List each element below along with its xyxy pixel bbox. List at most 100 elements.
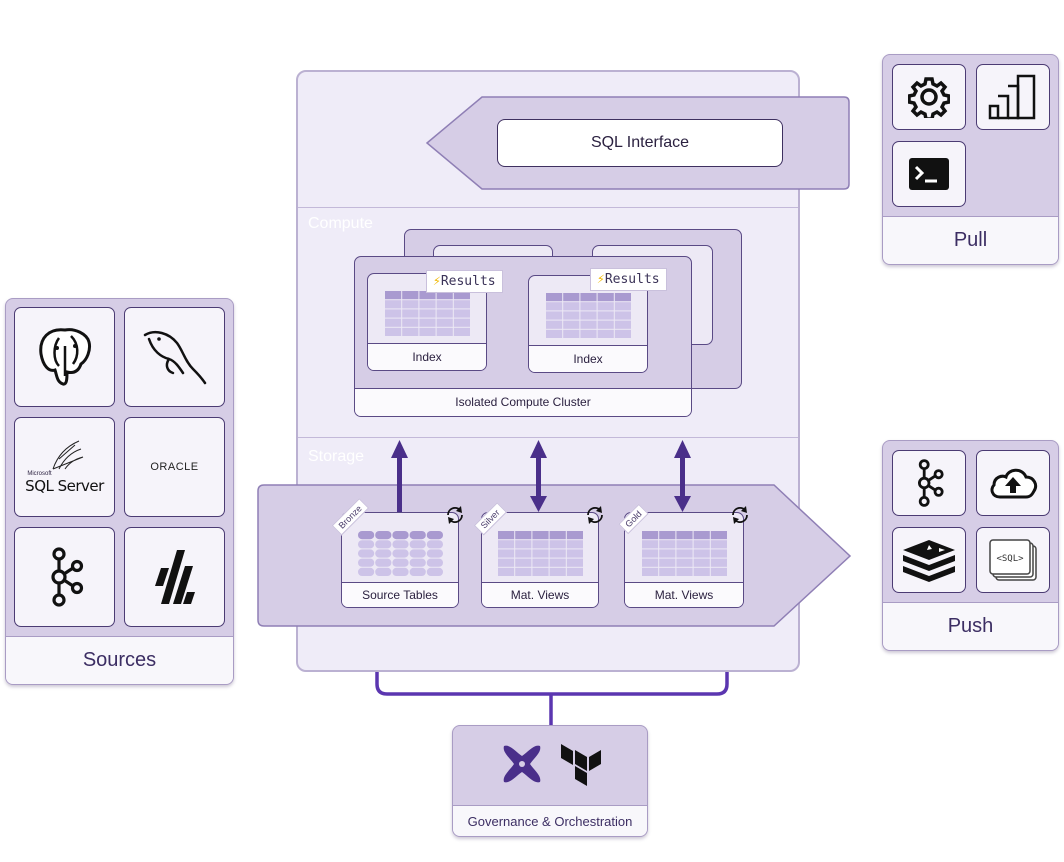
grid-cell	[642, 531, 659, 540]
pull-terminal-tile[interactable]	[892, 141, 966, 207]
grid-cell	[515, 540, 532, 549]
grid-cell	[566, 540, 583, 549]
index-label-1: Index	[368, 343, 486, 370]
grid-cell	[693, 567, 710, 576]
source-mysql[interactable]	[124, 307, 225, 407]
grid-cell	[515, 531, 532, 540]
grid-cell	[385, 309, 402, 318]
source-postgresql[interactable]	[14, 307, 115, 407]
redis-icon	[903, 540, 955, 582]
push-sql-tile[interactable]: <SQL>	[976, 527, 1050, 593]
grid-cell	[358, 567, 375, 576]
kafka-icon	[918, 459, 944, 507]
grid-cell	[566, 531, 583, 540]
grid-cell	[546, 293, 563, 302]
grid-cell	[566, 558, 583, 567]
grid-cell	[614, 311, 631, 320]
grid-cell	[642, 549, 659, 558]
grid-cell	[436, 309, 453, 318]
compute-cluster-label: Isolated Compute Cluster	[355, 388, 691, 416]
pull-powerbi-tile[interactable]	[976, 64, 1050, 130]
grid-cell	[426, 540, 443, 549]
grid-cell	[546, 320, 563, 329]
grid-cell	[358, 531, 375, 540]
grid-cell	[549, 558, 566, 567]
storage-table-bronze[interactable]: Source Tables	[341, 512, 459, 608]
grid-cell	[402, 291, 419, 300]
grid-cell	[515, 549, 532, 558]
grid-cell	[710, 558, 727, 567]
grid-cell	[614, 302, 631, 311]
grid-cell	[436, 291, 453, 300]
grid-cell	[375, 540, 392, 549]
storage-zone-label: Storage	[308, 448, 365, 465]
index-card-2[interactable]: Index	[528, 275, 648, 373]
grid-cell	[498, 558, 515, 567]
push-cloud-tile[interactable]	[976, 450, 1050, 516]
pull-gear-tile[interactable]	[892, 64, 966, 130]
sources-title: Sources	[6, 636, 233, 684]
grid-cell	[710, 531, 727, 540]
grid-cell	[392, 540, 409, 549]
grid-cell	[563, 320, 580, 329]
grid-cell	[436, 318, 453, 327]
push-redis-tile[interactable]	[892, 527, 966, 593]
results-label-1: Results	[440, 274, 496, 289]
grid-cell	[676, 531, 693, 540]
terraform-icon[interactable]	[561, 744, 601, 786]
grid-cell	[426, 558, 443, 567]
dbt-icon[interactable]	[500, 742, 544, 786]
compute-storage-arrows	[391, 440, 691, 514]
gear-icon	[908, 77, 950, 118]
sql-files-icon: <SQL>	[989, 539, 1037, 581]
index-grid-2	[546, 293, 631, 338]
grid-cell	[566, 567, 583, 576]
grid-cell	[676, 549, 693, 558]
grid-cell	[693, 549, 710, 558]
compute-divider	[298, 207, 798, 208]
grid-cell	[710, 549, 727, 558]
grid-cell	[532, 567, 549, 576]
grid-cell	[642, 567, 659, 576]
grid-cell	[375, 558, 392, 567]
grid-cell	[409, 567, 426, 576]
grid-cell	[549, 567, 566, 576]
grid-cell	[426, 549, 443, 558]
grid-cell	[693, 531, 710, 540]
push-kafka-tile[interactable]	[892, 450, 966, 516]
grid-cell	[676, 558, 693, 567]
grid-cell	[549, 540, 566, 549]
storage-table-gold[interactable]: Mat. Views	[624, 512, 744, 608]
grid-cell	[532, 531, 549, 540]
pull-panel: Pull	[882, 54, 1059, 265]
grid-cell	[419, 291, 436, 300]
pull-title: Pull	[883, 216, 1058, 264]
refresh-icon	[732, 506, 748, 524]
source-kafka[interactable]	[14, 527, 115, 627]
sql-interface-box[interactable]: SQL Interface	[497, 119, 783, 167]
storage-label-2: Mat. Views	[482, 582, 598, 607]
grid-cell	[659, 540, 676, 549]
grid-cell	[419, 309, 436, 318]
power-bi-icon	[988, 74, 1036, 120]
grid-cell	[426, 567, 443, 576]
grid-cell	[710, 567, 727, 576]
source-oracle[interactable]: ORACLE	[124, 417, 225, 517]
oracle-icon: ORACLE	[150, 461, 199, 473]
grid-cell	[375, 531, 392, 540]
grid-cell	[659, 531, 676, 540]
grid-cell	[392, 549, 409, 558]
index-grid-1	[385, 291, 470, 336]
grid-cell	[532, 540, 549, 549]
grid-cell	[642, 558, 659, 567]
grid-cell	[532, 558, 549, 567]
storage-table-silver[interactable]: Mat. Views	[481, 512, 599, 608]
grid-cell	[659, 558, 676, 567]
grid-cell	[409, 549, 426, 558]
sources-panel: Microsoft SQL Server ORACLE Sources	[5, 298, 234, 685]
grid-cell	[402, 309, 419, 318]
grid-cell	[498, 540, 515, 549]
grid-cell	[426, 531, 443, 540]
source-fivetran[interactable]	[124, 527, 225, 627]
source-sql-server[interactable]: Microsoft SQL Server	[14, 417, 115, 517]
